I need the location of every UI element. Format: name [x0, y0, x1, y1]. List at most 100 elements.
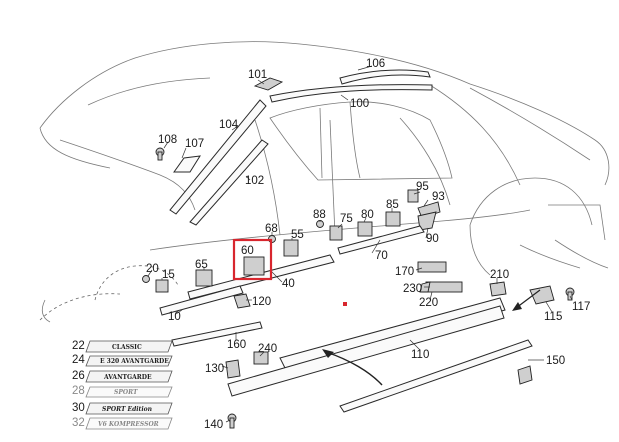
clip-93-shape — [417, 201, 441, 219]
part-label-170[interactable]: 170 — [395, 266, 414, 278]
badge-item[interactable]: 22 CLASSIC — [72, 340, 173, 353]
part-label-60[interactable]: 60 — [241, 245, 254, 257]
part-label-90[interactable]: 90 — [426, 233, 439, 245]
car-body-outline — [39, 41, 610, 323]
strip-150-shape — [339, 339, 533, 413]
part-label-106[interactable]: 106 — [366, 58, 385, 70]
clip-95-shape — [407, 189, 419, 203]
clip-80-shape — [357, 221, 373, 237]
arrow-head-icon — [512, 302, 522, 311]
badge-number: 26 — [72, 370, 85, 382]
part-label-93[interactable]: 93 — [432, 191, 445, 203]
badge-number: 32 — [72, 417, 85, 429]
bracket-115-shape — [529, 285, 555, 305]
arrows — [322, 289, 541, 386]
clip-90-shape — [417, 211, 437, 231]
part-label-88[interactable]: 88 — [313, 209, 326, 221]
badge-number: 28 — [72, 385, 85, 397]
door-molding-70-shape — [337, 225, 425, 255]
screw-108-shape — [155, 147, 165, 161]
highlight-box-60[interactable] — [232, 238, 273, 281]
bracket-170-shape — [417, 261, 447, 273]
badge-item[interactable]: 30 SPORT Edition — [72, 402, 173, 415]
part-label-80[interactable]: 80 — [361, 209, 374, 221]
part-label-85[interactable]: 85 — [386, 199, 399, 211]
badge-name: SPORT Edition — [102, 406, 152, 413]
part-label-220[interactable]: 220 — [419, 297, 438, 309]
clip-150-shape — [517, 365, 533, 385]
part-drawings — [142, 69, 575, 429]
arrow-head-icon — [322, 349, 334, 358]
part-label-68[interactable]: 68 — [265, 223, 278, 235]
part-label-20[interactable]: 20 — [146, 263, 159, 275]
leader-lines — [147, 65, 573, 423]
stud-20-shape — [142, 275, 150, 283]
badge-number: 24 — [72, 354, 85, 366]
pillar-trim-102-shape — [189, 139, 269, 226]
badge-number: 22 — [72, 340, 85, 352]
part-labels: 101 106 100 104 108 107 102 95 93 88 75 … — [146, 58, 590, 431]
part-label-240[interactable]: 240 — [258, 343, 277, 355]
center-marker — [343, 302, 347, 306]
badge-name: AVANTGARDE — [103, 374, 152, 381]
part-label-117[interactable]: 117 — [572, 301, 590, 313]
clip-101-shape — [253, 77, 284, 91]
door-molding-40-shape — [187, 254, 335, 300]
rocker-panel-110-shape — [279, 297, 506, 371]
clip-120-shape — [233, 293, 251, 309]
part-label-15[interactable]: 15 — [162, 269, 175, 281]
clip-65-shape — [195, 269, 213, 287]
badge-name: SPORT — [114, 389, 138, 396]
bracket-230-shape — [425, 281, 463, 293]
rocker-panel-110-lower-shape — [227, 305, 505, 397]
part-label-160[interactable]: 160 — [227, 339, 246, 351]
clip-130-shape — [225, 359, 241, 379]
badge-name: V6 KOMPRESSOR — [98, 421, 159, 428]
badge-list: 22 CLASSIC 24 E 320 AVANTGARDE 26 AVANTG… — [72, 340, 173, 430]
part-label-107[interactable]: 107 — [185, 138, 204, 150]
clip-75-shape — [329, 225, 343, 241]
part-label-75[interactable]: 75 — [340, 213, 353, 225]
roof-molding-106-shape — [339, 69, 431, 85]
clip-60-shape — [243, 256, 265, 276]
fender-molding-10-shape — [159, 285, 244, 316]
part-label-65[interactable]: 65 — [195, 259, 208, 271]
badge-item[interactable]: 24 E 320 AVANTGARDE — [72, 354, 173, 367]
roof-molding-100-shape — [269, 84, 433, 103]
clip-240-shape — [253, 351, 269, 365]
part-label-230[interactable]: 230 — [403, 283, 422, 295]
badge-item[interactable]: 26 AVANTGARDE — [72, 370, 173, 383]
part-label-108[interactable]: 108 — [158, 134, 177, 146]
part-label-115[interactable]: 115 — [544, 311, 562, 323]
trim-strip-160-shape — [171, 321, 263, 347]
part-label-10[interactable]: 10 — [168, 311, 181, 323]
clip-55-shape — [283, 239, 299, 257]
part-label-130[interactable]: 130 — [205, 363, 224, 375]
badge-number: 30 — [72, 402, 85, 414]
clip-15-shape — [155, 279, 169, 293]
part-label-210[interactable]: 210 — [490, 269, 509, 281]
part-label-140[interactable]: 140 — [204, 419, 223, 431]
badge-item[interactable]: 32 V6 KOMPRESSOR — [72, 417, 173, 430]
screw-140-shape — [227, 413, 237, 429]
part-label-100[interactable]: 100 — [350, 98, 369, 110]
part-label-95[interactable]: 95 — [416, 181, 429, 193]
part-label-150[interactable]: 150 — [546, 355, 565, 367]
pillar-trim-104-shape — [169, 99, 267, 215]
clip-210-shape — [489, 281, 507, 297]
badge-name: E 320 AVANTGARDE — [100, 358, 169, 365]
part-label-120[interactable]: 120 — [252, 296, 271, 308]
part-label-104[interactable]: 104 — [219, 119, 239, 131]
part-label-70[interactable]: 70 — [375, 250, 388, 262]
part-label-40[interactable]: 40 — [282, 278, 295, 290]
part-label-55[interactable]: 55 — [291, 229, 304, 241]
clip-107-shape — [173, 155, 201, 173]
badge-name: CLASSIC — [112, 344, 142, 351]
part-label-102[interactable]: 102 — [245, 175, 264, 187]
screw-117-shape — [565, 287, 575, 301]
part-label-110[interactable]: 110 — [411, 349, 429, 361]
part-label-101[interactable]: 101 — [248, 69, 267, 81]
clip-85-shape — [385, 211, 401, 227]
badge-item[interactable]: 28 SPORT — [72, 385, 173, 398]
